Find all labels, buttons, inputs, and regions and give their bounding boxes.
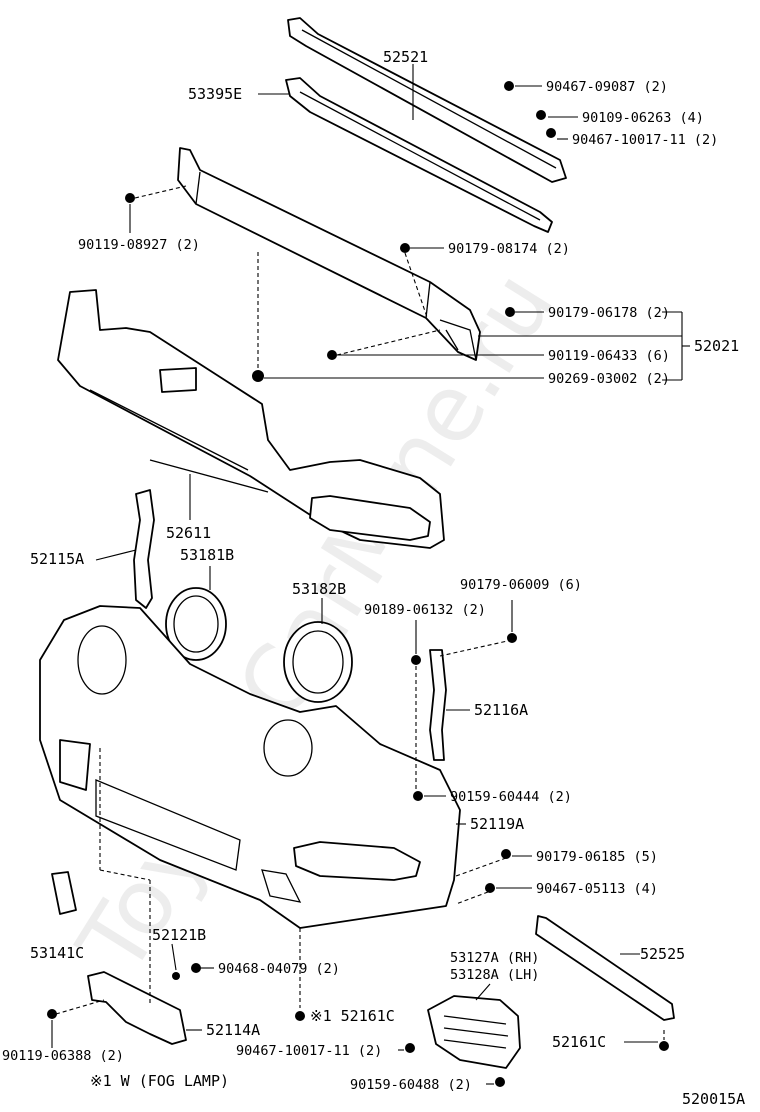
part-52611-absorber bbox=[57, 289, 445, 549]
label-90159-60488: 90159-60488 (2) bbox=[350, 1077, 472, 1093]
label-90119-06388: 90119-06388 (2) bbox=[2, 1048, 124, 1064]
label-90119-08927: 90119-08927 (2) bbox=[78, 237, 200, 253]
label-90179-06178: 90179-06178 (2) bbox=[548, 305, 670, 321]
label-90467-10017-top: 90467-10017-11 (2) bbox=[572, 132, 718, 148]
label-90269-03002: 90269-03002 (2) bbox=[548, 371, 670, 387]
part-52119A-cover bbox=[39, 605, 461, 929]
leader-lines bbox=[51, 64, 690, 1085]
label-90179-06185: 90179-06185 (5) bbox=[536, 849, 658, 865]
part-52021-reinforcement bbox=[177, 147, 481, 361]
label-90109-06263: 90109-06263 (4) bbox=[582, 110, 704, 126]
label-52161C-mid: ※1 52161C bbox=[310, 1007, 395, 1025]
label-52119A: 52119A bbox=[470, 815, 524, 833]
label-52161C-right: 52161C bbox=[552, 1033, 606, 1051]
label-52114A: 52114A bbox=[206, 1021, 260, 1039]
label-53128A: 53128A (LH) bbox=[450, 967, 539, 983]
label-53395E: 53395E bbox=[188, 85, 242, 103]
label-53127A: 53127A (RH) bbox=[450, 950, 539, 966]
label-52525: 52525 bbox=[640, 945, 685, 963]
part-53182B-ring bbox=[283, 621, 353, 703]
label-52521: 52521 bbox=[383, 48, 428, 66]
fasteners bbox=[47, 81, 669, 1087]
part-53395E-strip bbox=[285, 77, 553, 233]
label-90179-06009: 90179-06009 (6) bbox=[460, 577, 582, 593]
label-52611: 52611 bbox=[166, 524, 211, 542]
label-52116A: 52116A bbox=[474, 701, 528, 719]
footnote-fog-lamp: ※1 W (FOG LAMP) bbox=[90, 1072, 229, 1090]
label-53181B: 53181B bbox=[180, 546, 234, 564]
label-90467-09087: 90467-09087 (2) bbox=[546, 79, 668, 95]
label-53182B: 53182B bbox=[292, 580, 346, 598]
label-52121B: 52121B bbox=[152, 926, 206, 944]
part-52521-strip bbox=[287, 17, 567, 183]
label-53141C: 53141C bbox=[30, 944, 84, 962]
part-53181B-ring bbox=[165, 587, 227, 661]
label-90468-04079: 90468-04079 (2) bbox=[218, 961, 340, 977]
part-52116A-bracket bbox=[429, 649, 447, 761]
label-90119-06433: 90119-06433 (6) bbox=[548, 348, 670, 364]
label-90467-10017-bot: 90467-10017-11 (2) bbox=[236, 1043, 382, 1059]
diagram-code: 520015A bbox=[682, 1090, 745, 1108]
label-90159-60444: 90159-60444 (2) bbox=[450, 789, 572, 805]
part-52115A-bracket bbox=[133, 489, 155, 609]
label-90189-06132: 90189-06132 (2) bbox=[364, 602, 486, 618]
label-90179-08174: 90179-08174 (2) bbox=[448, 241, 570, 257]
label-52021: 52021 bbox=[694, 337, 739, 355]
label-90467-05113: 90467-05113 (4) bbox=[536, 881, 658, 897]
part-53141C-clip bbox=[51, 871, 77, 915]
part-53127A-fog-lamp bbox=[427, 995, 521, 1069]
label-52115A: 52115A bbox=[30, 550, 84, 568]
part-52525-strip bbox=[535, 915, 675, 1021]
